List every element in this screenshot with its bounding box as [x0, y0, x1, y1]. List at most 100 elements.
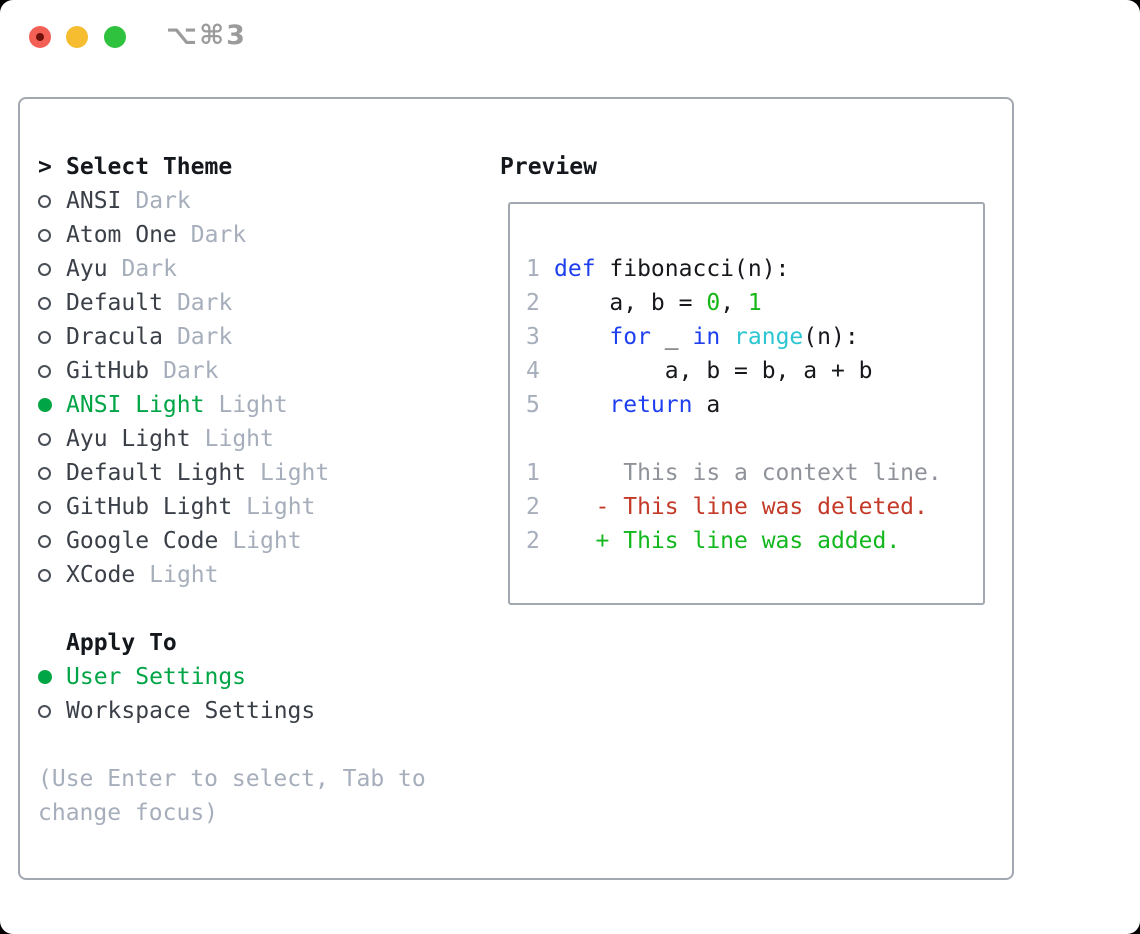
radio-unselected-icon — [38, 534, 66, 548]
line-number: 5 — [526, 392, 540, 418]
radio-unselected-icon — [38, 466, 66, 480]
preview-title: Preview — [500, 154, 597, 180]
theme-name: GitHub Light — [66, 494, 233, 520]
theme-option-github[interactable]: GitHub Dark — [38, 354, 426, 388]
theme-option-ayu-light[interactable]: Ayu Light Light — [38, 422, 426, 456]
radio-unselected-icon — [38, 500, 66, 514]
theme-variant: Dark — [190, 222, 247, 248]
radio-unselected-icon — [38, 296, 66, 310]
code-token: 1 — [747, 290, 762, 316]
theme-variant: Dark — [176, 324, 233, 350]
theme-variant: Dark — [135, 188, 191, 214]
zoom-button[interactable] — [104, 26, 126, 48]
theme-option-github-light[interactable]: GitHub Light Light — [38, 490, 426, 524]
diff-line-context: 1 This is a context line. — [526, 456, 983, 490]
theme-variant: Light — [232, 528, 302, 554]
minimize-button[interactable] — [66, 26, 88, 48]
diff-text: + This line was added. — [554, 528, 901, 554]
code-token: a, b = — [554, 290, 707, 316]
help-text: (Use Enter to select, Tab to change focu… — [38, 762, 426, 830]
radio-selected-icon — [38, 670, 66, 684]
code-token: def — [554, 256, 596, 282]
code-token: in — [692, 324, 721, 350]
code-token: _ — [650, 324, 693, 350]
code-line: 1 def fibonacci(n): — [526, 252, 983, 286]
code-token: fibonacci(n): — [595, 256, 790, 282]
line-number: 2 — [526, 528, 540, 554]
radio-selected-icon — [38, 398, 66, 412]
code-token: return — [609, 392, 693, 418]
code-line: 2 a, b = 0, 1 — [526, 286, 983, 320]
code-token: for — [609, 324, 651, 350]
apply-option-label: Workspace Settings — [66, 698, 316, 724]
code-token — [554, 324, 609, 350]
diff-text: - This line was deleted. — [554, 494, 928, 520]
theme-variant: Dark — [163, 358, 219, 384]
theme-option-default[interactable]: Default Dark — [38, 286, 426, 320]
theme-option-xcode[interactable]: XCode Light — [38, 558, 426, 592]
theme-name: Ayu Light — [66, 426, 191, 452]
radio-unselected-icon — [38, 194, 66, 208]
code-line: 3 for _ in range(n): — [526, 320, 983, 354]
close-button[interactable] — [29, 26, 51, 48]
diff-line-deleted: 2 - This line was deleted. — [526, 490, 983, 524]
diff-text: This is a context line. — [554, 460, 942, 486]
theme-name: ANSI — [66, 188, 122, 214]
code-token: a, b = b, a + b — [554, 358, 873, 384]
diff-preview: 1 This is a context line.2 - This line w… — [526, 456, 983, 558]
code-token — [720, 324, 734, 350]
diff-line-added: 2 + This line was added. — [526, 524, 983, 558]
theme-name: GitHub — [66, 358, 150, 384]
radio-unselected-icon — [38, 330, 66, 344]
help-line: change focus) — [38, 800, 219, 826]
code-token — [554, 392, 609, 418]
radio-unselected-icon — [38, 228, 66, 242]
theme-name: Default Light — [66, 460, 247, 486]
radio-unselected-icon — [38, 704, 66, 718]
radio-unselected-icon — [38, 568, 66, 582]
line-number: 4 — [526, 358, 540, 384]
theme-name: ANSI Light — [66, 392, 205, 418]
code-token: , — [720, 290, 748, 316]
apply-to-header: Apply To — [38, 626, 426, 660]
theme-option-ansi-light[interactable]: ANSI Light Light — [38, 388, 426, 422]
select-theme-header: > Select Theme — [38, 150, 426, 184]
select-theme-label: Select Theme — [66, 154, 233, 180]
apply-option-workspace-settings[interactable]: Workspace Settings — [38, 694, 426, 728]
prompt-icon: > — [38, 154, 52, 180]
theme-variant: Light — [149, 562, 219, 588]
code-line: 4 a, b = b, a + b — [526, 354, 983, 388]
code-token: (n): — [803, 324, 859, 350]
theme-name: Default — [66, 290, 163, 316]
code-line: 5 return a — [526, 388, 983, 422]
apply-option-user-settings[interactable]: User Settings — [38, 660, 426, 694]
code-token: 0 — [706, 290, 721, 316]
code-token: a — [692, 392, 721, 418]
apply-option-label: User Settings — [66, 664, 247, 690]
theme-variant: Light — [246, 494, 316, 520]
line-number: 2 — [526, 494, 540, 520]
help-line: (Use Enter to select, Tab to — [38, 766, 426, 792]
code-token: range — [734, 324, 804, 350]
theme-variant: Light — [218, 392, 288, 418]
line-number: 1 — [526, 256, 540, 282]
theme-variant: Dark — [176, 290, 233, 316]
line-number: 1 — [526, 460, 540, 486]
unsaved-indicator-icon — [36, 33, 44, 41]
theme-variant: Light — [204, 426, 274, 452]
theme-variant: Dark — [121, 256, 177, 282]
theme-name: XCode — [66, 562, 136, 588]
theme-name: Atom One — [66, 222, 177, 248]
theme-option-ansi[interactable]: ANSI Dark — [38, 184, 426, 218]
line-number: 3 — [526, 324, 540, 350]
theme-option-atom-one[interactable]: Atom One Dark — [38, 218, 426, 252]
